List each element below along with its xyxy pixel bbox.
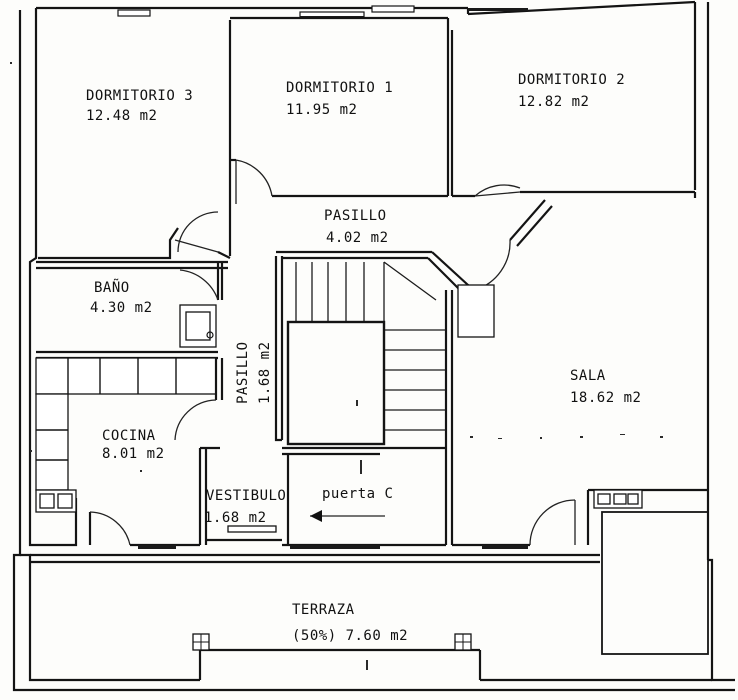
pasillo-top-name: PASILLO [324, 208, 387, 224]
kitchen-counter-top [35, 357, 217, 395]
vestibule [206, 510, 385, 542]
dormitorio2-name: DORMITORIO 2 [518, 72, 625, 88]
terraza-area: (50%) 7.60 m2 [292, 628, 408, 644]
vestibulo-area: 1.68 m2 [204, 510, 267, 526]
room-labels: DORMITORIO 3 12.48 m2 DORMITORIO 1 11.95… [86, 72, 641, 644]
pasillo-top-area: 4.02 m2 [326, 230, 389, 246]
bedroom-doors [174, 159, 553, 291]
pasillo-side-name: PASILLO [235, 341, 251, 404]
drain-icon [192, 633, 210, 651]
bano-name: BAÑO [94, 279, 130, 296]
sala-area: 18.62 m2 [570, 390, 641, 406]
cocina-area: 8.01 m2 [102, 446, 165, 462]
dormitorio1-area: 11.95 m2 [286, 102, 357, 118]
scan-noise [10, 62, 663, 670]
bano-area: 4.30 m2 [90, 300, 153, 316]
stair-core [274, 250, 495, 549]
outer-walls [12, 0, 735, 692]
drain-icon [454, 633, 472, 651]
dormitorio2-area: 12.82 m2 [518, 94, 589, 110]
living-room [452, 488, 709, 655]
cocina-name: COCINA [102, 428, 156, 444]
bedroom-walls [38, 16, 697, 260]
arrow-left-icon [310, 510, 322, 522]
stairwell-opening [286, 320, 386, 446]
terraza-name: TERRAZA [292, 602, 355, 618]
dormitorio3-name: DORMITORIO 3 [86, 88, 193, 104]
terrace-planter [601, 511, 709, 655]
pasillo-side-area: 1.68 m2 [257, 341, 273, 404]
bathtub-fixture [185, 311, 211, 341]
dormitorio1-name: DORMITORIO 1 [286, 80, 393, 96]
terrace [30, 553, 600, 651]
entrance-label: puerta C [322, 486, 393, 502]
kitchen-counter-side [35, 393, 69, 491]
shaft-fixture [457, 284, 495, 338]
kitchen [35, 357, 224, 549]
sala-name: SALA [570, 368, 606, 384]
vestibulo-name: VESTIBULO [206, 488, 286, 504]
dormitorio3-area: 12.48 m2 [86, 108, 157, 124]
